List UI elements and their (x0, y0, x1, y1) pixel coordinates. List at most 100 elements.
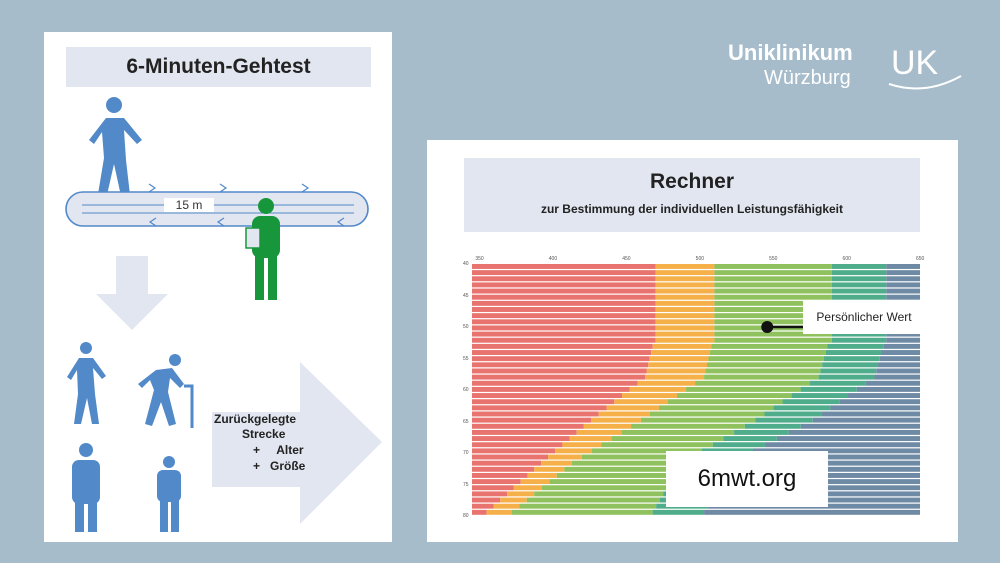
heatmap-cell (848, 393, 920, 399)
heatmap-cell (827, 343, 884, 349)
heatmap-cell (598, 411, 650, 417)
heatmap-cell (652, 343, 712, 349)
heatmap-cell (800, 423, 920, 429)
x-tick-label: 450 (622, 256, 631, 262)
website-url[interactable]: 6mwt.org (666, 451, 828, 507)
heatmap-cell (825, 350, 882, 355)
heatmap-cell (472, 399, 615, 405)
heatmap-cell (705, 368, 821, 374)
elderly-person-icon (138, 354, 194, 428)
result-line-distance: Zurückgelegte (214, 412, 297, 426)
heatmap-cell (714, 282, 832, 288)
heatmap-cell (500, 497, 527, 503)
heatmap-cell (744, 423, 801, 429)
heatmap-cell (723, 436, 777, 442)
heatmap-cell (534, 466, 565, 472)
heatmap-cell (655, 307, 715, 312)
x-tick-label: 350 (475, 256, 484, 262)
heatmap-cell (714, 307, 832, 312)
heatmap-cell (800, 386, 857, 392)
heatmap-cell (714, 313, 832, 319)
heatmap-cell (590, 417, 641, 423)
walking-person-icon (89, 97, 142, 196)
heatmap-cell (695, 380, 810, 386)
heatmap-cell (704, 374, 819, 380)
observer-person-icon (245, 198, 280, 300)
short-person-icon (157, 456, 181, 532)
heatmap-cell (493, 503, 520, 509)
x-tick-label: 650 (916, 256, 925, 262)
heatmap-cell (622, 393, 678, 399)
heatmap-cell (472, 460, 542, 466)
heatmap-cell (764, 411, 822, 417)
y-tick-label: 45 (463, 292, 469, 299)
heatmap-cell (614, 399, 668, 405)
heatmap-cell (655, 270, 715, 276)
heatmap-cell (555, 448, 592, 454)
heatmap-cell (655, 276, 715, 282)
heatmap-cell (714, 288, 832, 294)
heatmap-cell (865, 380, 920, 386)
heatmap-cell (472, 448, 556, 454)
heatmap-cell (649, 356, 709, 362)
right-arrow-icon (212, 362, 382, 524)
heatmap-cell (655, 288, 715, 294)
heatmap-cell (809, 380, 866, 386)
heatmap-cell (830, 405, 920, 411)
heatmap-cell (472, 270, 656, 276)
y-tick-label: 80 (463, 513, 469, 519)
heatmap-cell (556, 472, 674, 478)
x-tick-label: 550 (769, 256, 778, 262)
heatmap-cell (734, 429, 789, 435)
heatmap-cell (472, 313, 656, 319)
heatmap-cell (472, 405, 607, 411)
heatmap-cell (886, 270, 920, 276)
heatmap-cell (648, 362, 708, 368)
heatmap-cell (472, 429, 577, 435)
y-tick-label: 75 (463, 481, 469, 488)
result-line-height: + Größe (253, 459, 306, 473)
heatmap-cell (472, 509, 487, 515)
heatmap-cell (629, 386, 687, 392)
heatmap-cell (776, 436, 920, 442)
heatmap-cell (519, 503, 657, 509)
heatmap-cell (773, 405, 831, 411)
heatmap-cell (472, 417, 591, 423)
y-tick-label: 55 (463, 355, 469, 362)
heatmap-cell (472, 436, 570, 442)
heatmap-cell (655, 313, 715, 319)
person-walking-icon (67, 342, 106, 424)
heatmap-cell (520, 479, 550, 485)
y-tick-label: 50 (463, 324, 469, 330)
calculator-subtitle: zur Bestimmung der individuellen Leistun… (540, 202, 844, 216)
heatmap-cell (562, 442, 602, 448)
heatmap-cell (646, 368, 706, 374)
heatmap-cell (704, 509, 920, 515)
heatmap-cell (667, 399, 783, 405)
heatmap-cell (472, 374, 646, 380)
heatmap-cell (581, 454, 692, 460)
heatmap-cell (764, 442, 920, 448)
heatmap-cell (655, 331, 715, 337)
heatmap-cell (576, 429, 622, 435)
heatmap-cell (472, 368, 647, 374)
logo-wordmark-line1: Uniklinikum (728, 40, 853, 65)
track-length-label: 15 m (164, 198, 214, 212)
heatmap-cell (472, 485, 514, 491)
y-tick-label: 60 (463, 387, 469, 393)
heatmap-cell (831, 264, 887, 269)
heatmap-cell (507, 491, 535, 497)
tall-person-icon (72, 443, 100, 532)
heatmap-cell (655, 264, 715, 269)
heatmap-cell (564, 466, 678, 472)
heatmap-cell (714, 264, 832, 269)
heatmap-cell (655, 337, 715, 343)
calculator-title: Rechner (649, 170, 735, 193)
logo-wordmark-line2: Würzburg (764, 67, 851, 89)
heatmap-cell (655, 294, 715, 300)
heatmap-cell (472, 264, 656, 269)
heatmap-cell (707, 362, 823, 368)
heatmap-cell (886, 331, 920, 337)
heatmap-cell (782, 399, 840, 405)
heatmap-cell (513, 485, 542, 491)
